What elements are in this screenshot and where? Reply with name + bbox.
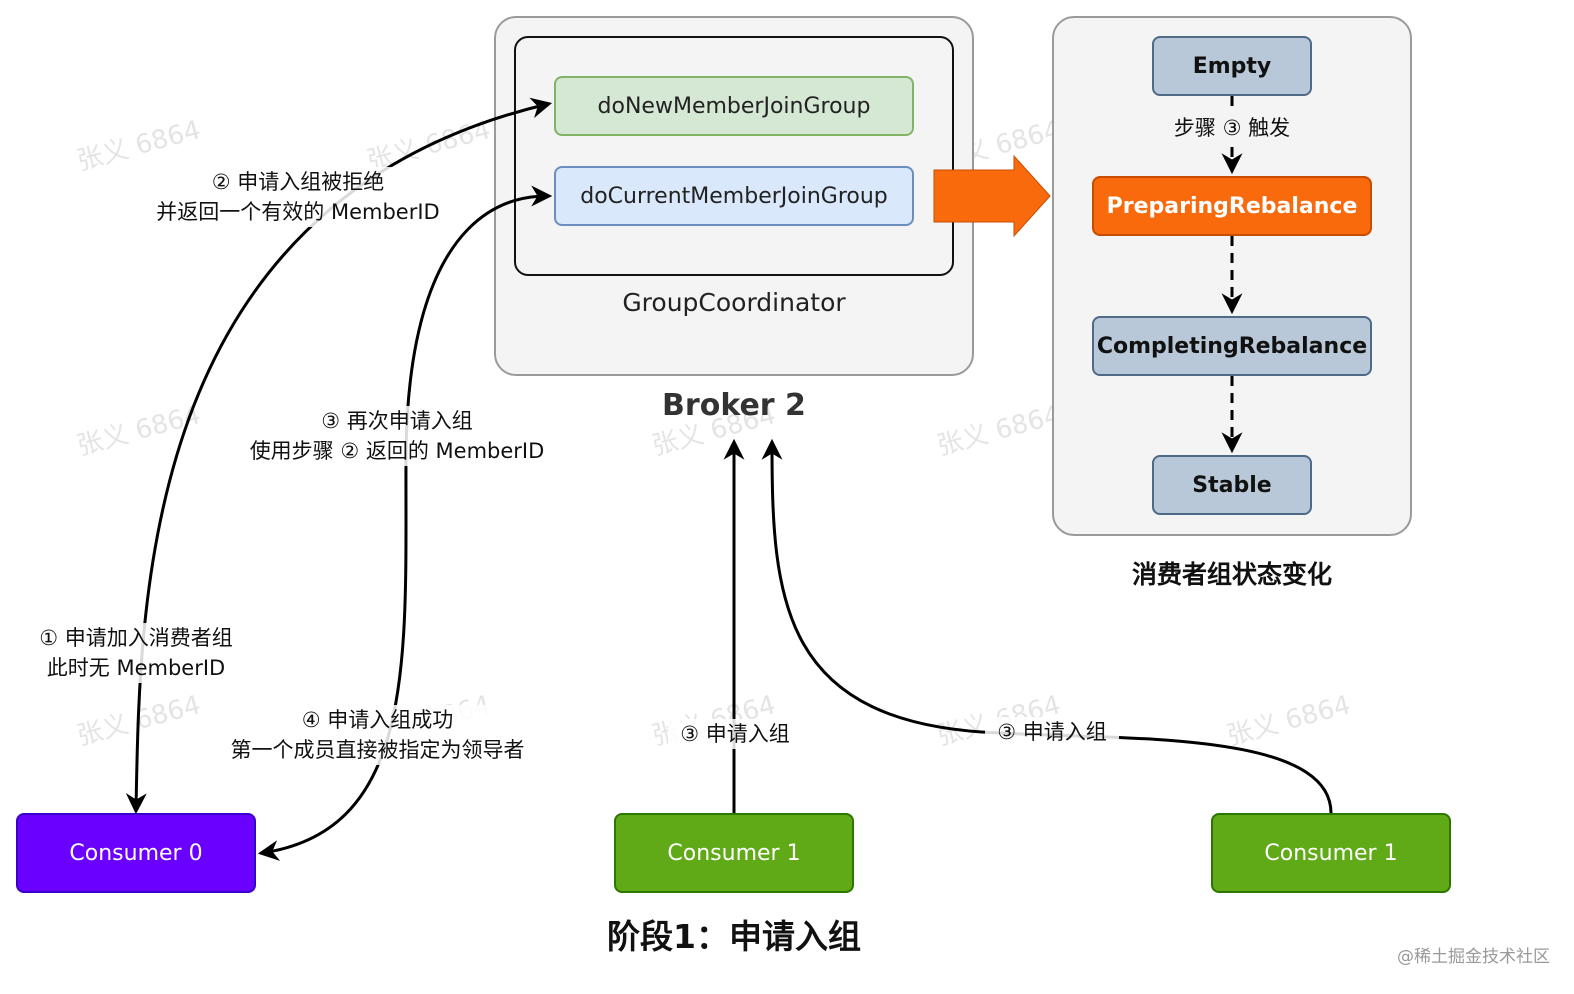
state-stable: Stable [1152, 455, 1312, 515]
group-coordinator-title: GroupCoordinator [622, 288, 846, 317]
step3-label: ③ 再次申请入组 使用步骤 ② 返回的 MemberID [230, 406, 564, 466]
broker-label: Broker 2 [662, 388, 806, 423]
step3-consumer1-label: ③ 申请入组 [668, 719, 802, 749]
state-machine-caption: 消费者组状态变化 [1131, 560, 1332, 589]
arrow-step1-step2 [125, 97, 553, 815]
step3-consumer1b-label: ③ 申请入组 [985, 717, 1119, 747]
stage-title: 阶段1：申请入组 [607, 917, 861, 956]
step3-line1: ③ 再次申请入组 [321, 409, 473, 433]
state-preparing-rebalance: PreparingRebalance [1092, 176, 1372, 236]
step1-line1: ① 申请加入消费者组 [39, 626, 233, 650]
footer-watermark: @稀土掘金技术社区 [1397, 947, 1550, 967]
step2-line2: 并返回一个有效的 MemberID [156, 200, 440, 224]
step2-label: ② 申请入组被拒绝 并返回一个有效的 MemberID [140, 167, 456, 227]
do-new-member-join-group: doNewMemberJoinGroup [554, 76, 914, 136]
step4-line2: 第一个成员直接被指定为领导者 [230, 738, 525, 762]
consumer-1-right: Consumer 1 [1211, 813, 1451, 893]
big-transition-arrow [933, 154, 1051, 238]
trigger-label: 步骤 ③ 触发 [1163, 113, 1301, 143]
consumer-0: Consumer 0 [16, 813, 256, 893]
step4-label: ④ 申请入组成功 第一个成员直接被指定为领导者 [205, 705, 550, 765]
state-empty: Empty [1152, 36, 1312, 96]
consumer-1-middle: Consumer 1 [614, 813, 854, 893]
do-current-member-join-group: doCurrentMemberJoinGroup [554, 166, 914, 226]
arrow-step3-step4 [257, 185, 553, 861]
step3-line2: 使用步骤 ② 返回的 MemberID [249, 439, 545, 463]
arrow-consumer1-right [761, 438, 1333, 814]
step4-line1: ④ 申请入组成功 [301, 708, 454, 732]
state-completing-rebalance: CompletingRebalance [1092, 316, 1372, 376]
step1-label: ① 申请加入消费者组 此时无 MemberID [20, 623, 252, 683]
step2-line1: ② 申请入组被拒绝 [211, 170, 385, 194]
step1-line2: 此时无 MemberID [46, 656, 226, 680]
